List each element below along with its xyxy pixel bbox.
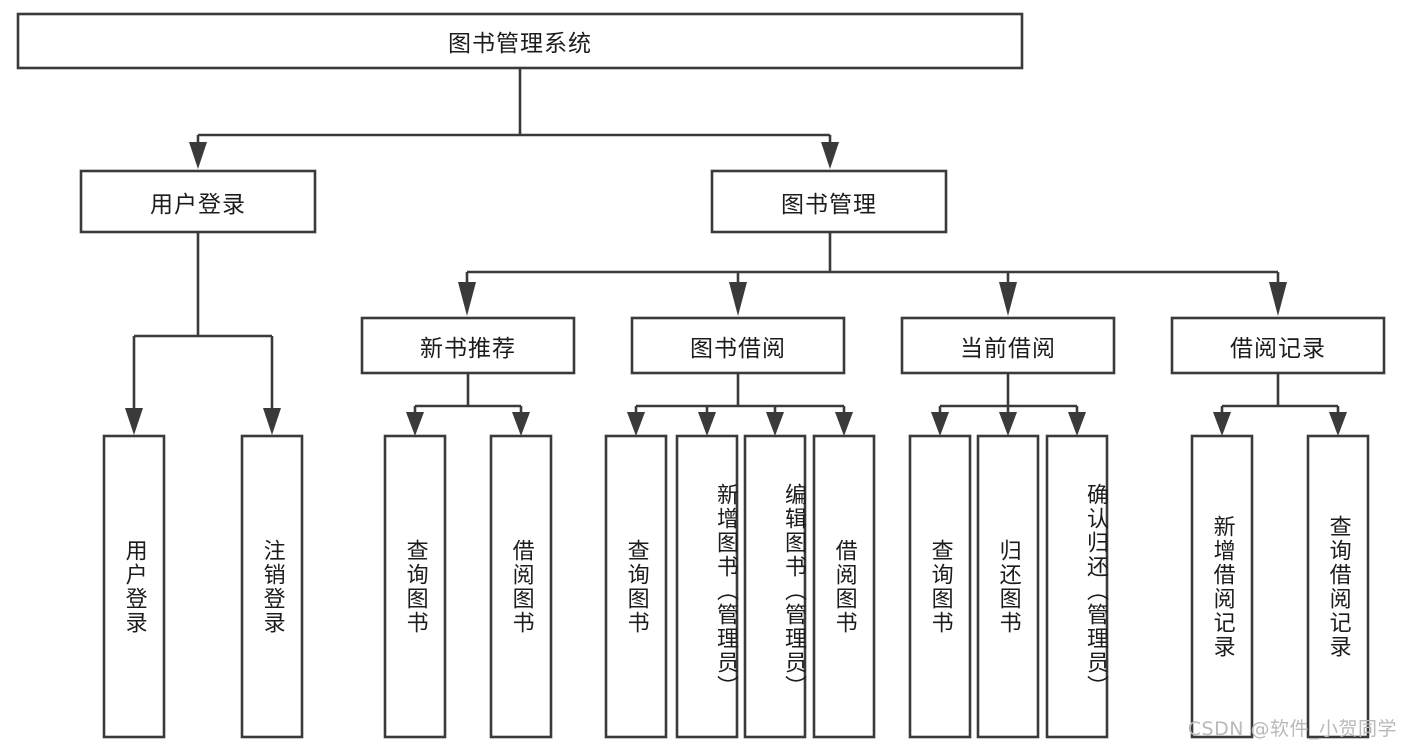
leaf-add-book-rect[interactable] xyxy=(675,434,739,739)
arrow-borrow-leaf-4 xyxy=(835,412,853,436)
leaf-add-record-rect[interactable] xyxy=(1190,434,1254,739)
node-borrow-record[interactable] xyxy=(1170,316,1386,375)
arrow-books-to-newbook xyxy=(458,282,476,316)
arrow-newbook-leaf-1 xyxy=(406,412,424,436)
node-book-borrow-rect[interactable] xyxy=(630,316,846,375)
arrow-borrow-leaf-2 xyxy=(698,412,716,436)
node-user-login[interactable] xyxy=(79,169,317,234)
node-borrow-record-rect[interactable] xyxy=(1170,316,1386,375)
node-root-rect[interactable] xyxy=(16,12,1024,70)
leaf-query-book-2-rect[interactable] xyxy=(604,434,668,739)
arrow-root-to-login xyxy=(189,142,207,169)
leaf-query-book-1-rect[interactable] xyxy=(383,434,447,739)
arrow-books-to-current xyxy=(999,282,1017,316)
leaf-user-login-rect[interactable] xyxy=(102,434,166,739)
leaf-borrow-book-1-rect[interactable] xyxy=(489,434,553,739)
node-new-book-recommend[interactable] xyxy=(360,316,576,375)
leaf-logout-rect[interactable] xyxy=(240,434,304,739)
leaf-query-record-rect[interactable] xyxy=(1306,434,1370,739)
arrow-borrow-leaf-1 xyxy=(627,412,645,436)
arrow-newbook-leaf-2 xyxy=(512,412,530,436)
arrow-login-leaf-1 xyxy=(125,408,143,435)
node-new-book-recommend-rect[interactable] xyxy=(360,316,576,375)
arrow-books-to-record xyxy=(1269,282,1287,316)
arrow-record-leaf-1 xyxy=(1213,412,1231,436)
arrow-books-to-borrow xyxy=(729,282,747,316)
node-book-management-rect[interactable] xyxy=(710,169,948,234)
arrow-record-leaf-2 xyxy=(1329,412,1347,436)
leaf-edit-book-rect[interactable] xyxy=(743,434,807,739)
arrow-current-leaf-3 xyxy=(1068,412,1086,436)
node-user-login-rect[interactable] xyxy=(79,169,317,234)
arrow-root-to-books xyxy=(821,142,839,169)
arrow-current-leaf-1 xyxy=(931,412,949,436)
node-current-borrow-rect[interactable] xyxy=(900,316,1116,375)
leaf-return-book-rect[interactable] xyxy=(976,434,1040,739)
arrow-login-leaf-2 xyxy=(263,408,281,435)
leaf-query-book-3-rect[interactable] xyxy=(908,434,972,739)
leaf-confirm-return-rect[interactable] xyxy=(1045,434,1109,739)
node-book-management[interactable] xyxy=(710,169,948,234)
node-root[interactable] xyxy=(16,12,1024,70)
arrow-borrow-leaf-3 xyxy=(766,412,784,436)
leaf-borrow-book-2-rect[interactable] xyxy=(812,434,876,739)
node-current-borrow[interactable] xyxy=(900,316,1116,375)
arrow-current-leaf-2 xyxy=(999,412,1017,436)
node-book-borrow[interactable] xyxy=(630,316,846,375)
